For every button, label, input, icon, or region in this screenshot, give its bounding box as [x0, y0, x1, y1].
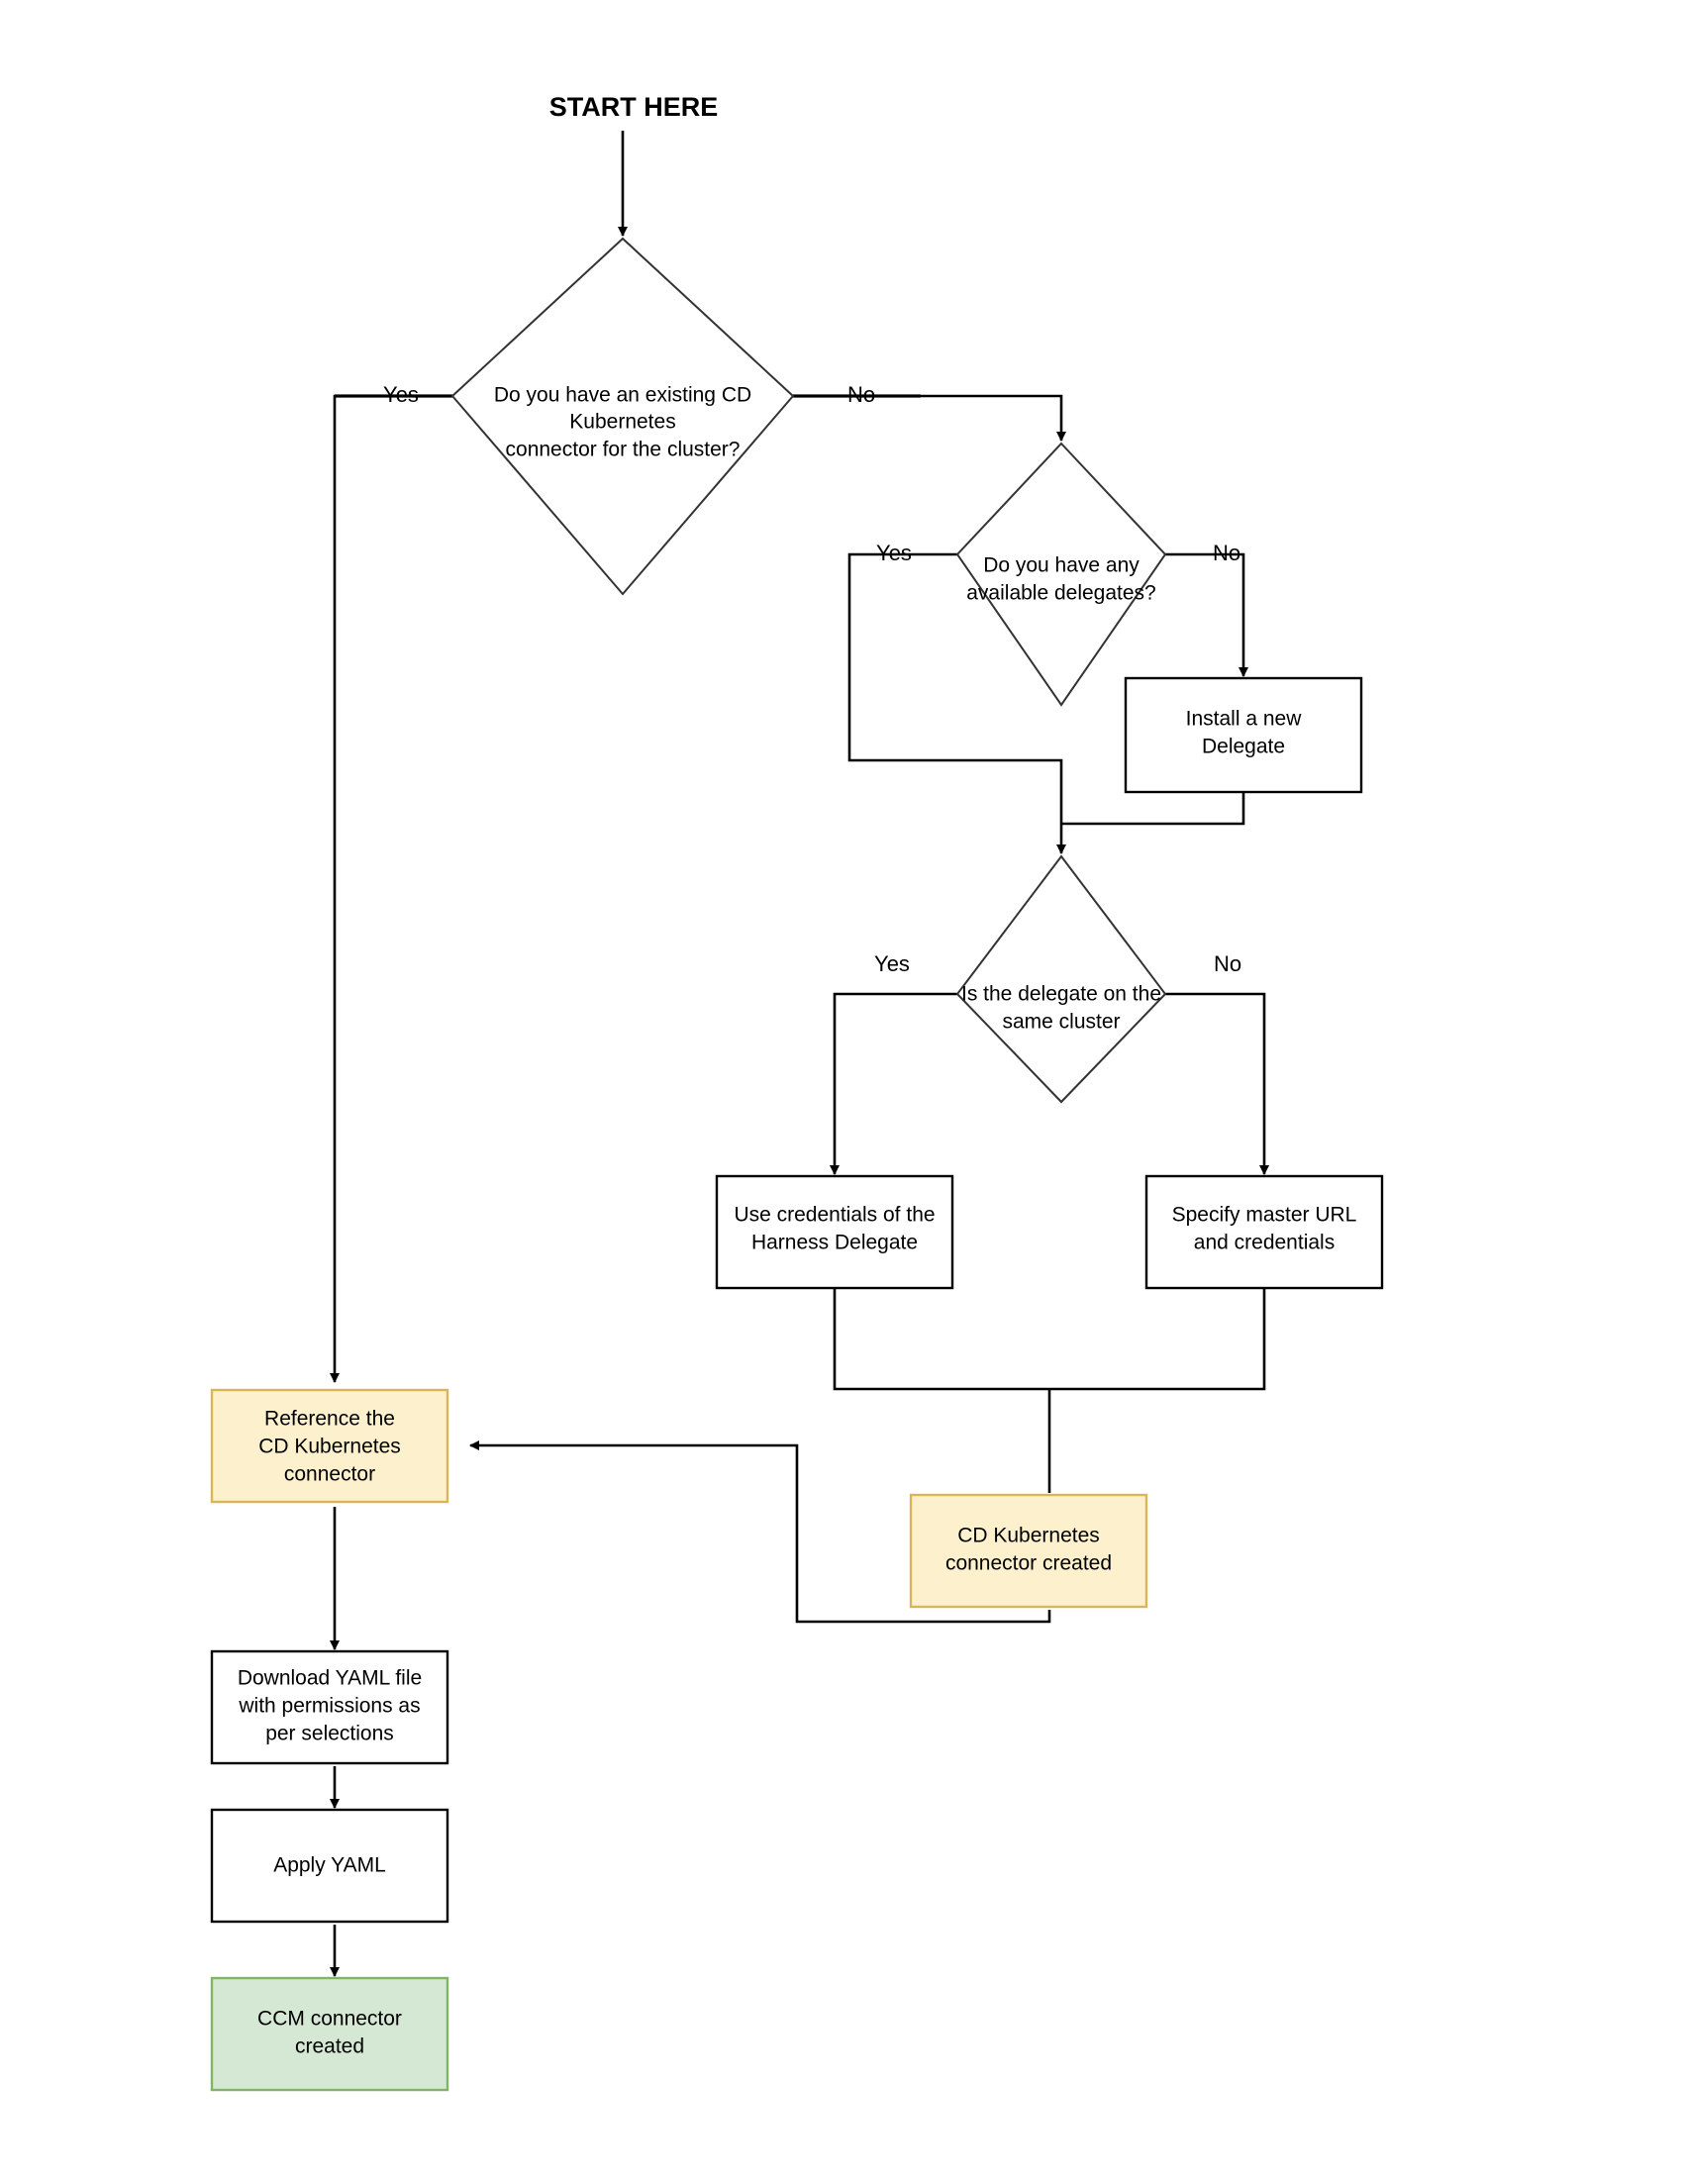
box-apply-yaml[interactable] [210, 1808, 449, 1924]
reference-connector-line-3: connector [284, 1463, 375, 1486]
edge-d3-yes-to-use-credentials [830, 992, 957, 1175]
edge-specify-master-url-merge [1049, 1288, 1266, 1391]
specify-master-url-line-1: Specify master URL [1172, 1204, 1357, 1227]
edge-label-d2-no: No [1213, 541, 1240, 565]
edge-d1-yes-to-reference [330, 394, 452, 1383]
install-delegate-line-1: Install a new [1186, 708, 1303, 731]
install-delegate-line-2: Delegate [1202, 736, 1285, 758]
ccm-connector-created-line-2: created [295, 2035, 364, 2058]
decision-2-line-1: Do you have any [983, 554, 1140, 577]
edge-label-d3-yes: Yes [874, 951, 910, 976]
box-specify-master-url[interactable] [1144, 1174, 1384, 1290]
edge-use-credentials-merge [833, 1288, 1049, 1391]
edge-d1-no-to-d2 [793, 394, 1066, 442]
box-cd-kubernetes-connector-created[interactable] [909, 1493, 1148, 1609]
download-yaml-line-3: per selections [265, 1723, 394, 1745]
edge-label-d3-no: No [1214, 951, 1241, 976]
cd-connector-created-line-1: CD Kubernetes [957, 1525, 1100, 1547]
edge-install-delegate-to-d3 [1061, 792, 1245, 826]
use-credentials-line-2: Harness Delegate [751, 1232, 918, 1254]
edge-d3-no-to-specify-master-url [1165, 992, 1269, 1175]
decision-3-line-2: same cluster [1002, 1011, 1120, 1034]
cd-connector-created-line-2: connector created [945, 1552, 1112, 1575]
decision-delegate-same-cluster[interactable] [955, 854, 1167, 1104]
edge-d2-no-to-install-delegate [1165, 552, 1248, 677]
ccm-connector-created-line-1: CCM connector [257, 2008, 402, 2031]
decision-available-delegates[interactable] [955, 442, 1167, 707]
reference-connector-line-2: CD Kubernetes [258, 1436, 401, 1458]
box-reference-cd-kubernetes-connector[interactable] [210, 1388, 449, 1504]
box-install-a-new-delegate[interactable] [1124, 676, 1363, 794]
decision-3-line-1: Is the delegate on the [961, 983, 1161, 1006]
edge-label-d1-no: No [847, 382, 875, 407]
box-ccm-connector-created[interactable] [210, 1976, 449, 2092]
specify-master-url-line-2: and credentials [1194, 1232, 1335, 1254]
decision-1-line-3: connector for the cluster? [506, 439, 741, 461]
edge-cd-connector-to-reference [469, 1440, 1051, 1624]
decision-1-line-1: Do you have an existing CD [494, 384, 751, 407]
edge-label-d1-yes: Yes [383, 382, 419, 407]
box-use-credentials-harness-delegate[interactable] [715, 1174, 954, 1290]
reference-connector-line-1: Reference the [264, 1408, 395, 1431]
box-download-yaml-file[interactable] [210, 1649, 449, 1765]
use-credentials-line-1: Use credentials of the [734, 1204, 935, 1227]
apply-yaml-line-1: Apply YAML [273, 1854, 386, 1877]
edge-label-d2-yes: Yes [876, 541, 912, 565]
start-here-label: START HERE [549, 92, 719, 122]
decision-1-line-2: Kubernetes [569, 411, 675, 434]
edge-d2-yes-to-d3 [847, 552, 1066, 854]
decision-existing-cd-connector[interactable] [450, 237, 795, 596]
decision-2-line-2: available delegates? [966, 582, 1155, 605]
download-yaml-line-2: with permissions as [238, 1695, 420, 1718]
download-yaml-line-1: Download YAML file [238, 1667, 422, 1690]
